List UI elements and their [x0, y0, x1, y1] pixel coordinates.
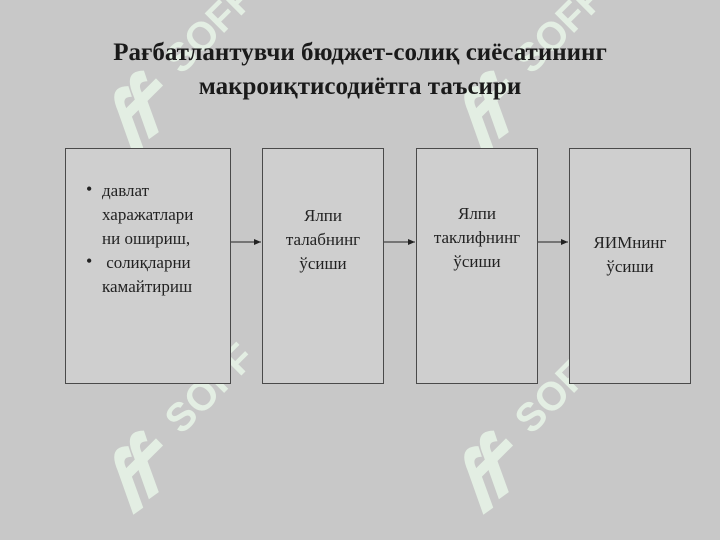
bullet-icon: • — [86, 251, 93, 271]
bullet-list: • давлат харажатлари ни ошириш, • солиқл… — [86, 179, 232, 299]
bullet-line: солиқларни — [102, 253, 191, 272]
bullet-line: давлат — [102, 181, 150, 200]
policy-measures-box: • давлат харажатлари ни ошириш, • солиқл… — [65, 148, 231, 384]
box-line: ўсиши — [606, 257, 654, 276]
soff-watermark: SOFF — [430, 320, 630, 520]
box-text: ЯИМнинг ўсиши — [570, 231, 690, 279]
soff-watermark: SOFF — [80, 0, 280, 160]
soff-watermark: SOFF — [430, 0, 630, 160]
title-line-1: Рағбатлантувчи бюджет-солиқ сиёсатининг — [113, 39, 607, 66]
box-line: ЯИМнинг — [593, 233, 667, 252]
soff-logo-icon: SOFF — [464, 335, 613, 515]
box-line: Ялпи — [303, 206, 343, 225]
gdp-growth-box: ЯИМнинг ўсиши — [569, 148, 691, 384]
bullet-text: давлат харажатлари ни ошириш, — [102, 179, 232, 251]
box-text: Ялпи таклифнинг ўсиши — [417, 202, 537, 274]
bullet-line: ни ошириш, — [102, 229, 191, 248]
box-line: ўсиши — [453, 252, 501, 271]
aggregate-supply-box: Ялпи таклифнинг ўсиши — [416, 148, 538, 384]
bullet-item: • давлат харажатлари ни ошириш, — [86, 179, 232, 251]
title-line-2: макроиқтисодиётга таъсири — [198, 73, 522, 100]
soff-logo-icon: SOFF — [114, 0, 263, 155]
box-line: Ялпи — [457, 204, 497, 223]
bullet-line: камайтириш — [102, 277, 193, 296]
box-text: Ялпи талабнинг ўсиши — [263, 204, 383, 276]
soff-logo-icon: SOFF — [464, 0, 613, 155]
bullet-icon: • — [86, 179, 93, 199]
bullet-text: солиқларни камайтириш — [102, 251, 232, 299]
slide-title: Рағбатлантувчи бюджет-солиқ сиёсатининг … — [0, 36, 720, 104]
box-line: ўсиши — [299, 254, 347, 273]
bullet-line: харажатлари — [102, 205, 194, 224]
aggregate-demand-box: Ялпи талабнинг ўсиши — [262, 148, 384, 384]
bullet-item: • солиқларни камайтириш — [86, 251, 232, 299]
box-line: талабнинг — [285, 230, 361, 249]
box-line: таклифнинг — [433, 228, 521, 247]
